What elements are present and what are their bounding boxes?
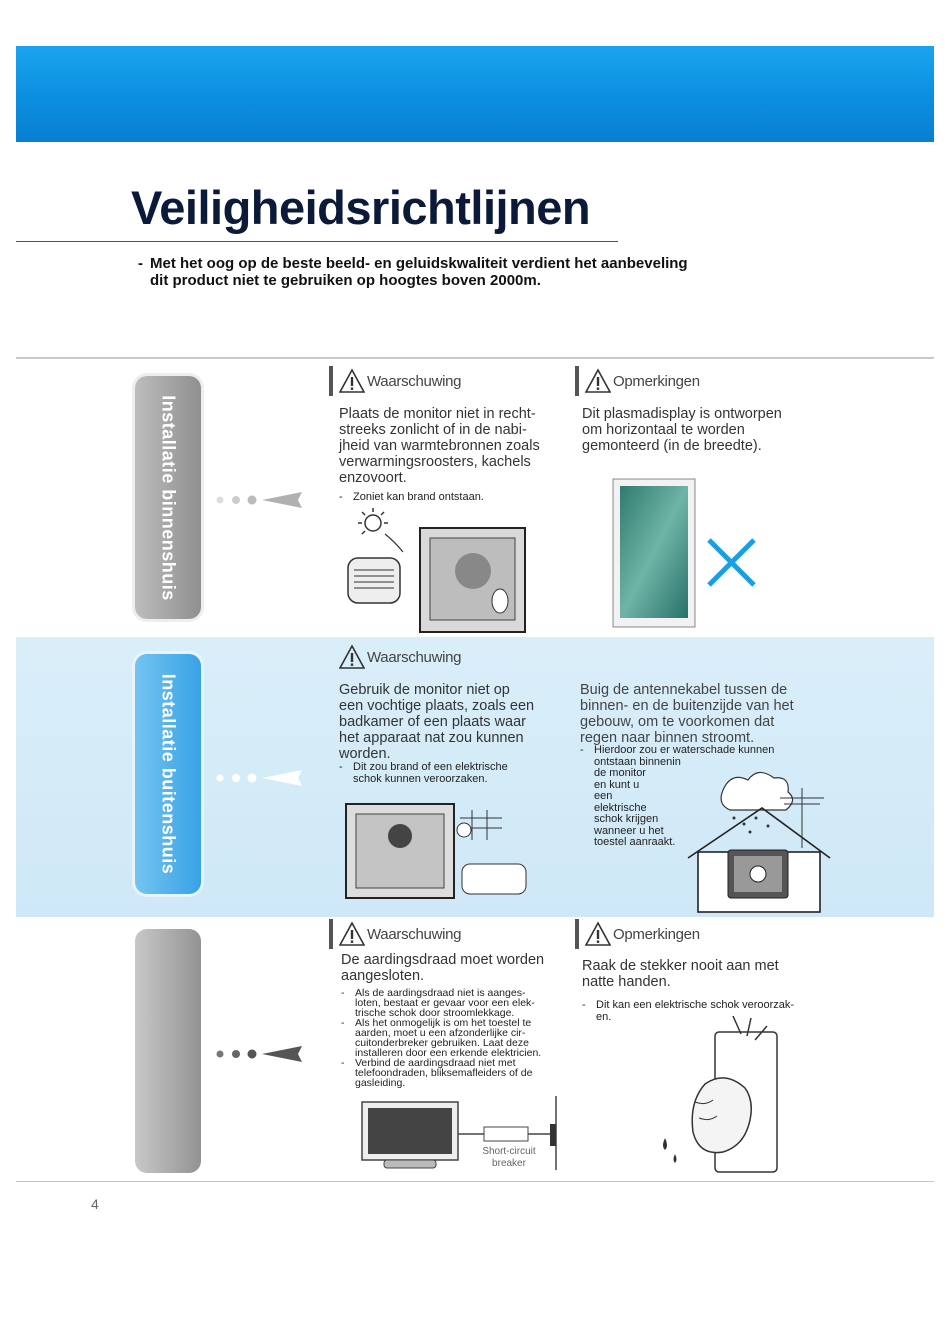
note-item: -Als de aardingsdraad niet is aanges-lot… <box>341 987 535 1019</box>
house-antenna-illustration <box>687 771 831 913</box>
title-underline <box>16 241 618 242</box>
intro-dash: - <box>138 255 143 272</box>
warning-header: Waarschuwing <box>329 642 462 672</box>
tab-grounding <box>135 929 201 1173</box>
header-banner <box>16 46 934 142</box>
notes-header: Opmerkingen <box>575 919 700 949</box>
intro-line-2: dit product niet te gebruiken op hoogtes… <box>150 272 541 289</box>
warning-triangle-icon <box>339 644 365 669</box>
section-divider <box>16 1181 934 1182</box>
notes-note: -Dit kan een elektrische schok veroorzak… <box>582 999 795 1023</box>
warning-header: Waarschuwing <box>329 366 462 396</box>
note-item: -Als het onmogelijk is om het toestel te… <box>341 1017 542 1059</box>
intro-line-1: Met het oog op de beste beeld- en geluid… <box>150 255 688 272</box>
grounding-illustration <box>361 1096 557 1170</box>
warning-triangle-icon <box>585 368 611 393</box>
page-number: 4 <box>91 1196 99 1212</box>
section-divider <box>16 357 934 359</box>
warning-triangle-icon <box>339 368 365 393</box>
warning-triangle-icon <box>585 921 611 946</box>
vertical-display-illustration <box>612 478 756 628</box>
sun-heater-illustration <box>347 508 526 633</box>
tab-outdoor-installation: Installatie buitenshuis <box>135 654 201 894</box>
notes-note: - Hierdoor zou er waterschade kunnen ont… <box>580 744 775 848</box>
warning-body: Plaats de monitor niet in recht-streeks … <box>339 406 540 486</box>
wet-hands-plug-illustration <box>663 1015 778 1173</box>
warning-note: -Zoniet kan brand ontstaan. <box>339 491 484 503</box>
warning-header: Waarschuwing <box>329 919 462 949</box>
warning-triangle-icon <box>339 921 365 946</box>
intro-text: - Met het oog op de beste beeld- en gelu… <box>138 255 778 289</box>
arrow-icon <box>216 770 302 786</box>
tab-indoor-installation: Installatie binnenshuis <box>135 376 201 619</box>
bathroom-illustration <box>345 803 527 899</box>
arrow-icon <box>216 1046 302 1062</box>
notes-header: Opmerkingen <box>575 366 700 396</box>
page-title: Veiligheidsrichtlijnen <box>131 181 591 234</box>
arrow-icon <box>216 492 302 508</box>
warning-notes: -Als de aardingsdraad niet is aanges-lot… <box>341 987 573 1089</box>
